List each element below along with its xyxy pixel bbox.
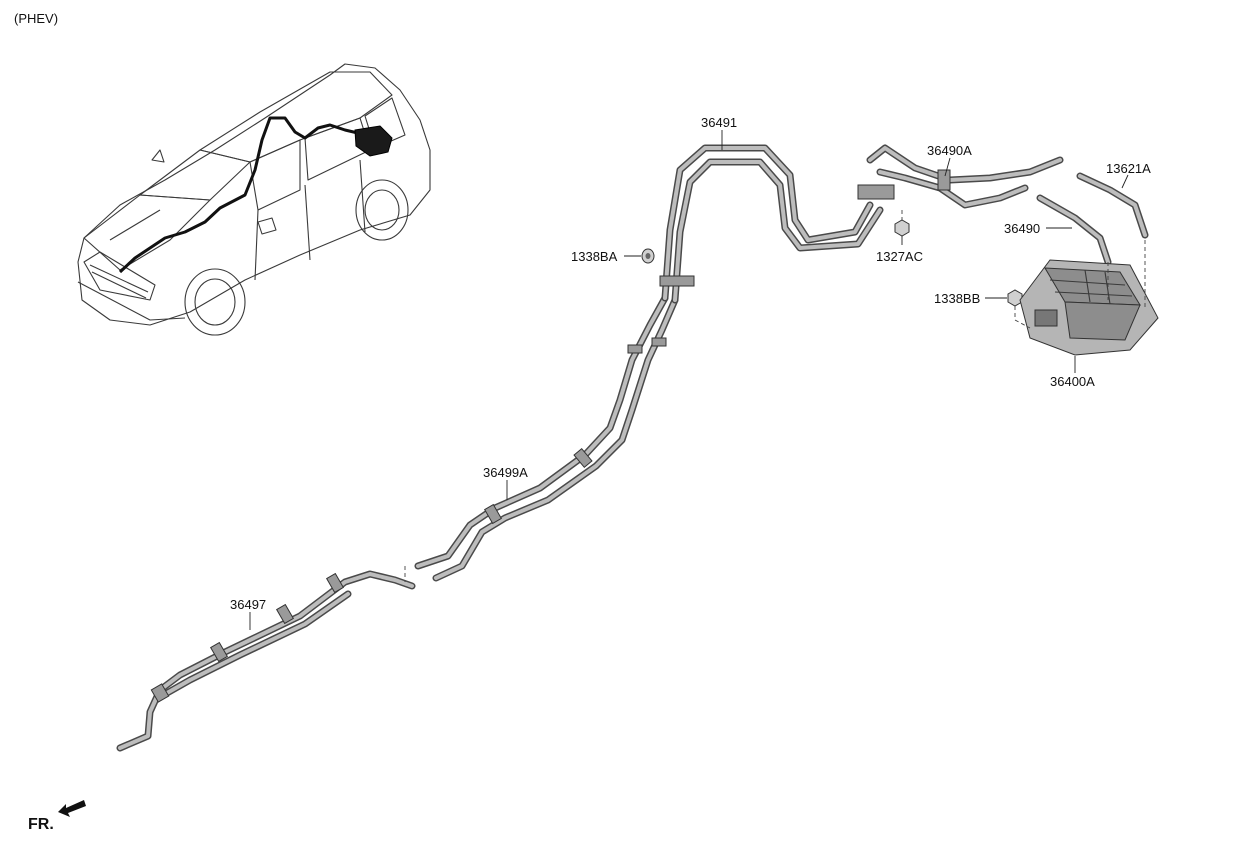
label-13621A: 13621A bbox=[1106, 161, 1151, 176]
label-36490: 36490 bbox=[1004, 221, 1040, 236]
pipe-36497 bbox=[116, 570, 416, 752]
pipe-36491 bbox=[659, 144, 895, 304]
nut-1327AC bbox=[894, 219, 910, 237]
variant-label: (PHEV) bbox=[14, 11, 58, 26]
label-36400A: 36400A bbox=[1050, 374, 1095, 389]
align-line-1338BB bbox=[1014, 306, 1031, 329]
label-36490A: 36490A bbox=[927, 143, 972, 158]
label-36499A: 36499A bbox=[483, 465, 528, 480]
vehicle-illustration bbox=[77, 63, 431, 336]
label-1327AC: 1327AC bbox=[876, 249, 923, 264]
grommet-1338BA bbox=[641, 248, 655, 264]
pipe-36499A bbox=[414, 294, 679, 582]
front-direction-label: FR. bbox=[28, 816, 54, 833]
front-direction-arrow-icon bbox=[58, 800, 86, 817]
label-36491: 36491 bbox=[701, 115, 737, 130]
bolt-1338BB bbox=[1007, 289, 1023, 307]
hose-36490 bbox=[1036, 194, 1112, 266]
label-1338BA: 1338BA bbox=[571, 249, 618, 264]
charger-module-36400A bbox=[1019, 259, 1159, 356]
label-36497: 36497 bbox=[230, 597, 266, 612]
hose-13621A bbox=[1076, 172, 1149, 239]
label-1338BB: 1338BB bbox=[934, 291, 980, 306]
pipe-36490A bbox=[866, 144, 1064, 209]
